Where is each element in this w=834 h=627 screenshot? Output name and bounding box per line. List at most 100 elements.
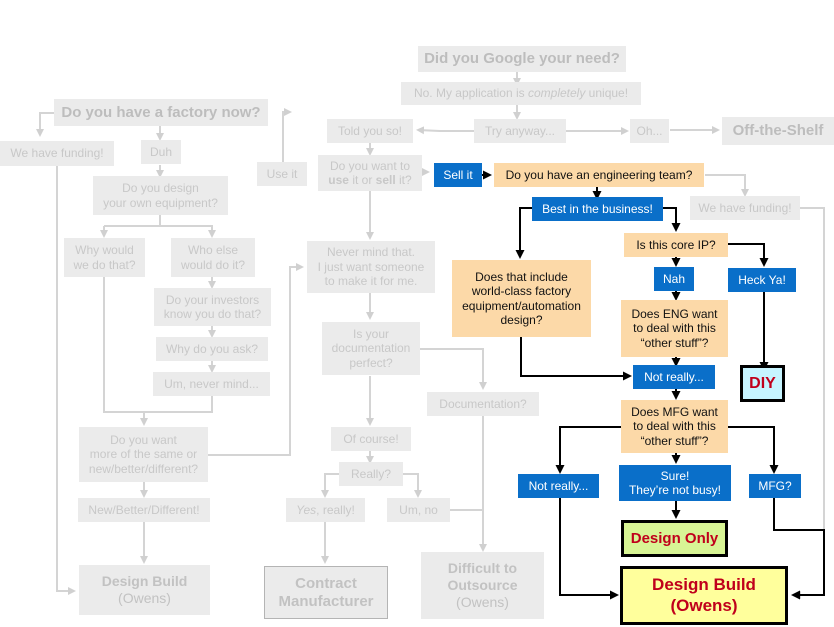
node-core-ip: Is this core IP? (624, 233, 728, 257)
node-label: Really? (350, 466, 392, 481)
node-label: DIY (749, 374, 776, 392)
node-label-line: “other stuff”? (640, 335, 709, 350)
node-really: Really? (339, 462, 403, 486)
node-use-or-sell: Do you want to use it or sell it? (318, 155, 422, 191)
node-world-class-factory: Does that include world-class factory eq… (452, 260, 591, 337)
node-duh: Duh (141, 140, 181, 164)
node-design-build-left: Design Build (Owens) (79, 565, 210, 615)
node-label: We have funding! (698, 200, 792, 215)
text-bold: use (328, 173, 349, 187)
node-contract-manufacturer: Contract Manufacturer (264, 566, 388, 619)
node-label-line: perfect? (349, 355, 393, 370)
gray-arrow (418, 348, 487, 390)
node-sell-it: Sell it (434, 163, 482, 187)
node-label: We have funding! (10, 146, 104, 161)
node-label: Did you Google your need? (424, 50, 620, 67)
node-label-line: more of the same or (89, 447, 198, 462)
black-arrow (520, 337, 632, 381)
node-label-line: Who else (187, 243, 239, 258)
node-why-would: Why would we do that? (64, 238, 145, 277)
node-label-line: Outsource (447, 577, 518, 594)
node-why-ask: Why do you ask? (156, 337, 268, 361)
gray-arrow (282, 108, 292, 162)
node-who-else: Who else would do it? (171, 238, 255, 277)
node-label-line: Why would (75, 243, 134, 258)
text-part: unique! (585, 86, 629, 101)
node-difficult-outsource: Difficult to Outsource (Owens) (421, 552, 544, 619)
node-label-line: Do you want (110, 432, 177, 447)
gray-arrow (160, 225, 216, 238)
gray-arrow (207, 263, 304, 456)
node-label: Yes, really! (296, 503, 355, 517)
node-label-line: documentation (331, 341, 411, 356)
node-label: Use it (266, 166, 298, 181)
node-label-line: Contract (295, 574, 357, 592)
node-heck-ya: Heck Ya! (728, 268, 796, 292)
node-label-line: new/better/different? (88, 461, 199, 476)
node-sure-not-busy: Sure! They’re not busy! (619, 465, 731, 501)
node-label: Why do you ask? (165, 341, 259, 356)
node-label: Oh... (636, 123, 663, 138)
node-told-you-so: Told you so! (327, 119, 413, 143)
node-label-line: They’re not busy! (628, 483, 722, 497)
node-of-course: Of course! (331, 427, 411, 451)
gray-arrow (56, 165, 76, 595)
node-label: No. My application is completely unique! (414, 86, 628, 100)
node-label-line: to make it for me. (324, 274, 418, 289)
node-label-line: Design Build (652, 575, 756, 595)
node-label-line: world-class factory (471, 284, 572, 299)
node-label-line: Do your investors (165, 292, 260, 307)
node-label: Off-the-Shelf (732, 122, 824, 139)
node-label: MFG? (758, 478, 792, 493)
node-never-mind-that: Never mind that. I just want someone to … (307, 241, 435, 293)
node-mfg-question: MFG? (749, 474, 801, 498)
node-label: Sell it (443, 167, 473, 182)
node-label: New/Better/Different! (88, 502, 200, 517)
black-arrow (515, 207, 532, 259)
gray-arrow (321, 473, 340, 498)
node-um-never-mind: Um, never mind... (153, 372, 270, 396)
node-label-line: to deal with this (633, 321, 716, 336)
gray-line (104, 214, 161, 227)
node-label: Of course! (343, 431, 399, 446)
outcome-diy: DIY (740, 365, 785, 402)
node-label: Do you have an engineering team? (505, 167, 693, 182)
node-label-line: Difficult to (447, 560, 518, 577)
node-label: Heck Ya! (738, 272, 786, 287)
node-label-line: Is your (352, 326, 389, 341)
node-label-line: Do you want to (329, 158, 411, 173)
node-label-line: (Owens) (456, 593, 509, 610)
node-engineering-team: Do you have an engineering team? (494, 163, 704, 187)
black-arrow (555, 426, 622, 474)
node-label-line: Manufacturer (278, 592, 374, 610)
node-label-line: “other stuff”? (640, 433, 709, 448)
node-label-line: equipment/automation (462, 298, 581, 313)
node-label: Not really... (644, 369, 704, 384)
text-bold: sell (375, 173, 396, 187)
gray-arrow (403, 473, 422, 498)
node-label: Do you have a factory now? (61, 103, 261, 121)
node-label-line: to deal with this (633, 419, 716, 434)
text-part: it or (348, 173, 376, 187)
gray-arrow (36, 112, 56, 137)
text-emphasis: completely (527, 86, 586, 101)
node-label-line: Do you design (122, 181, 199, 196)
gray-arrow (705, 174, 749, 197)
node-label: Best in the business! (542, 201, 653, 216)
text-part: No. My application is (413, 86, 528, 101)
node-label-line: Does MFG want (631, 404, 718, 419)
node-label-line: Does ENG want (631, 306, 718, 321)
node-mfg-other-stuff: Does MFG want to deal with this “other s… (621, 400, 728, 453)
node-google-need: Did you Google your need? (418, 46, 626, 72)
node-more-of-same: Do you want more of the same or new/bett… (79, 427, 208, 482)
black-arrow (773, 497, 825, 600)
node-oh: Oh... (630, 119, 669, 143)
node-label-line: Does that include (475, 269, 568, 284)
node-label: Try anyway... (484, 123, 555, 138)
node-label: Nah (662, 271, 685, 286)
node-label-line: Design Build (101, 573, 188, 590)
node-label-line: Never mind that. (326, 245, 416, 260)
node-label-line: (Owens) (118, 590, 171, 606)
node-label-line: design? (500, 312, 543, 327)
node-label-line: would do it? (180, 257, 246, 272)
